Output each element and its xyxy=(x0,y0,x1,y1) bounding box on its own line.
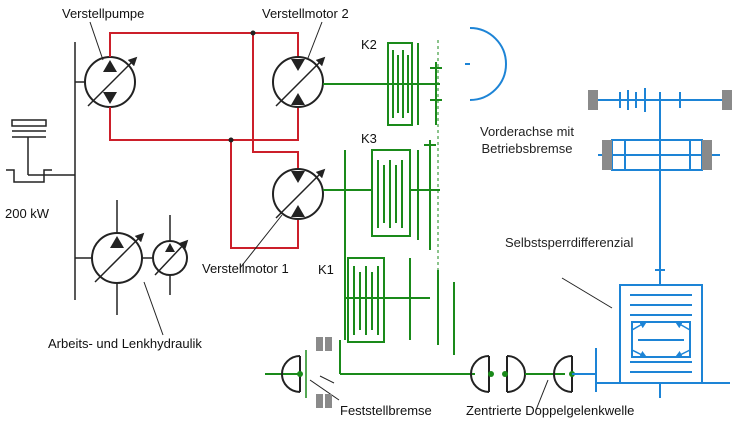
label-doppelgelenkwelle: Zentrierte Doppelgelenkwelle xyxy=(466,403,635,418)
gear-train xyxy=(265,42,475,375)
verstellmotor-1-symbol xyxy=(272,168,326,220)
front-brake-pads xyxy=(588,90,732,170)
front-axle xyxy=(465,27,730,398)
label-k3: K3 xyxy=(361,131,377,146)
work-hydraulic-pumps xyxy=(75,200,189,315)
label-vorderachse: Vorderachse mit Betriebsbremse xyxy=(480,124,574,156)
label-verstellmotor-2: Verstellmotor 2 xyxy=(262,6,349,21)
label-verstellpumpe: Verstellpumpe xyxy=(62,6,145,21)
hydraulic-lines xyxy=(109,30,299,249)
label-feststellbremse: Feststellbremse xyxy=(340,403,432,418)
verstellmotor-2-symbol xyxy=(272,56,326,108)
label-selbstsperrdifferenzial: Selbstsperrdifferenzial xyxy=(505,235,634,250)
leader-lines xyxy=(89,21,613,411)
label-k1: K1 xyxy=(318,262,334,277)
parking-brake xyxy=(281,337,332,408)
label-arbeits-lenkhydraulik: Arbeits- und Lenkhydraulik xyxy=(48,336,202,351)
label-k2: K2 xyxy=(361,37,377,52)
label-verstellmotor-1: Verstellmotor 1 xyxy=(202,261,289,276)
differential-arrows xyxy=(631,321,691,358)
verstellpumpe-symbol xyxy=(75,56,138,108)
cardan-shaft xyxy=(470,355,596,393)
engine-symbol xyxy=(6,119,75,183)
label-power: 200 kW xyxy=(5,206,50,221)
